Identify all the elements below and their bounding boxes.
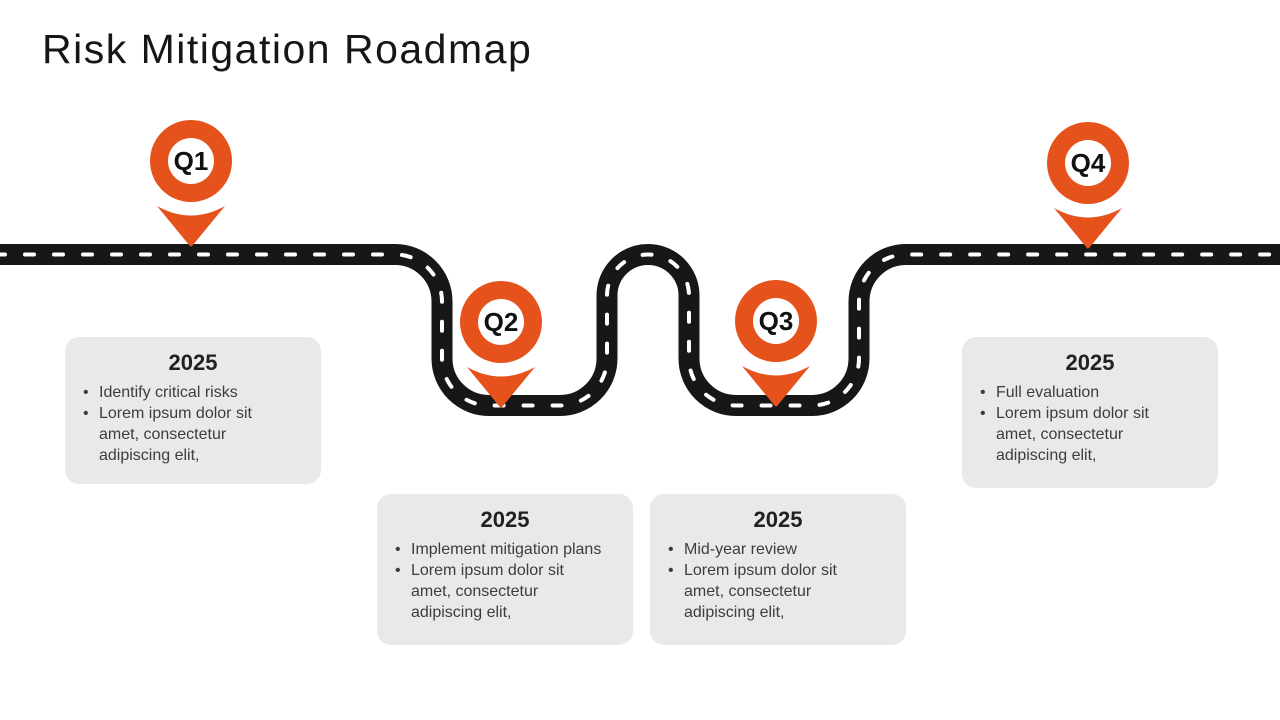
card-year: 2025 (753, 507, 803, 532)
pin-label: Q4 (1071, 148, 1106, 178)
milestone-card-q3: 2025 Mid-year review Lorem ipsum dolor s… (650, 494, 906, 645)
card-bullet-list: Identify critical risks Lorem ipsum dolo… (79, 382, 295, 466)
milestone-pin-q4: Q4 (1047, 122, 1129, 249)
pin-pointer-icon (742, 366, 810, 407)
pin-pointer-icon (467, 367, 535, 408)
pin-ring-hole (753, 298, 799, 344)
milestone-card-q2: 2025 Implement mitigation plans Lorem ip… (377, 494, 633, 645)
bullet-item: Lorem ipsum dolor sit amet, consectetur … (391, 560, 607, 623)
bullet-item: Identify critical risks (79, 382, 295, 403)
milestone-pin-q2: Q2 (460, 281, 542, 408)
road-center-dash-line (0, 252, 1280, 408)
milestone-pin-q3: Q3 (735, 280, 817, 407)
card-bullet-list: Mid-year review Lorem ipsum dolor sit am… (664, 539, 880, 623)
card-bullet-list: Full evaluation Lorem ipsum dolor sit am… (976, 382, 1192, 466)
bullet-item: Full evaluation (976, 382, 1192, 403)
page-title: Risk Mitigation Roadmap (42, 26, 533, 72)
bullet-item: Mid-year review (664, 539, 880, 560)
card-bullet-list: Implement mitigation plans Lorem ipsum d… (391, 539, 607, 623)
pin-ring-hole (478, 299, 524, 345)
bullet-item: Lorem ipsum dolor sit amet, consectetur … (664, 560, 880, 623)
card-year: 2025 (1065, 350, 1115, 375)
pin-label: Q3 (759, 306, 794, 336)
bullet-item: Implement mitigation plans (391, 539, 607, 560)
pin-pointer-icon (157, 206, 225, 247)
pin-ring-hole (168, 138, 214, 184)
pin-label: Q2 (484, 307, 519, 337)
milestone-card-q1: 2025 Identify critical risks Lorem ipsum… (65, 337, 321, 484)
card-year: 2025 (480, 507, 530, 532)
pin-pointer-icon (1054, 208, 1122, 249)
bullet-item: Lorem ipsum dolor sit amet, consectetur … (976, 403, 1192, 466)
bullet-item: Lorem ipsum dolor sit amet, consectetur … (79, 403, 295, 466)
pin-ring-hole (1065, 140, 1111, 186)
milestone-card-q4: 2025 Full evaluation Lorem ipsum dolor s… (962, 337, 1218, 488)
milestone-pin-q1: Q1 (150, 120, 232, 247)
card-year: 2025 (168, 350, 218, 375)
pin-label: Q1 (174, 146, 209, 176)
